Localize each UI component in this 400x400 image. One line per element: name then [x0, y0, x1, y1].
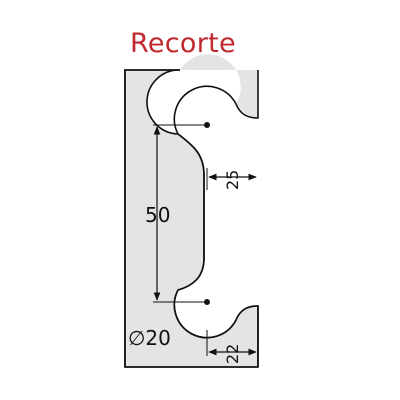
- label-hole-spacing: 50: [145, 203, 170, 227]
- cutout-profile-upper: [173, 70, 259, 258]
- label-slot-depth-top: 25: [223, 170, 242, 190]
- cutout-profile-lower: [173, 257, 259, 367]
- panel-edges: [124, 69, 258, 368]
- label-slot-depth-bottom: 22: [223, 344, 242, 364]
- panel-upper-right: [180, 54, 258, 118]
- hole-center-top: [204, 122, 210, 128]
- hole-center-bottom: [204, 299, 210, 305]
- diagram-title: Recorte: [130, 28, 236, 59]
- label-hole-diameter: ∅20: [128, 326, 171, 350]
